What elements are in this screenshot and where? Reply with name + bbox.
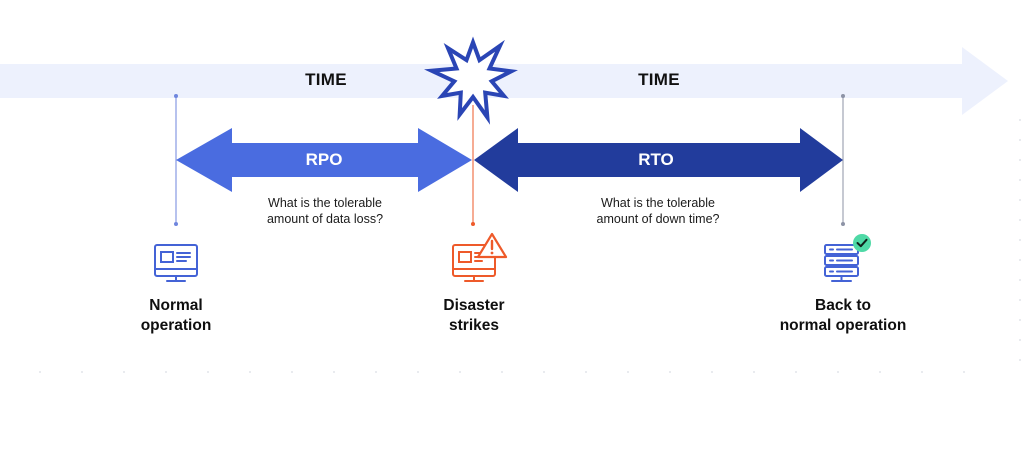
marker-disaster — [471, 105, 475, 226]
grid-dot — [627, 371, 629, 373]
milestone-disaster-line1: Disaster — [443, 297, 505, 314]
rto-question-line2: amount of down time? — [596, 212, 720, 226]
grid-dot — [291, 371, 293, 373]
milestone-disaster: Disaster strikes — [394, 296, 554, 336]
grid-dot — [165, 371, 167, 373]
rto-label: RTO — [638, 150, 674, 169]
grid-dot — [1019, 119, 1021, 121]
rto-question-line1: What is the tolerable — [601, 196, 715, 210]
server-check-icon — [824, 244, 859, 282]
time-label-right: TIME — [638, 70, 680, 89]
grid-dot — [879, 371, 881, 373]
rpo-question: What is the tolerable amount of data los… — [230, 195, 420, 227]
grid-dot — [249, 371, 251, 373]
grid-dot — [207, 371, 209, 373]
grid-dot — [753, 371, 755, 373]
monitor-icon — [154, 244, 198, 282]
time-label-left: TIME — [305, 70, 347, 89]
grid-dot — [81, 371, 83, 373]
rpo-question-line1: What is the tolerable — [268, 196, 382, 210]
rto-arrow — [474, 128, 843, 192]
grid-dot — [1019, 139, 1021, 141]
milestone-disaster-line2: strikes — [449, 317, 499, 334]
grid-dot — [711, 371, 713, 373]
grid-dot — [1019, 339, 1021, 341]
grid-dot — [1019, 259, 1021, 261]
grid-dot — [459, 371, 461, 373]
grid-dot — [1019, 199, 1021, 201]
warning-icon — [476, 232, 508, 259]
milestone-normal: Normal operation — [96, 296, 256, 336]
rpo-question-line2: amount of data loss? — [266, 212, 384, 226]
rto-question: What is the tolerable amount of down tim… — [563, 195, 753, 227]
grid-dot — [1019, 299, 1021, 301]
check-icon — [853, 234, 871, 252]
grid-dot — [1019, 279, 1021, 281]
grid-dot — [921, 371, 923, 373]
grid-dot — [1019, 159, 1021, 161]
grid-dot — [375, 371, 377, 373]
grid-dot — [1019, 359, 1021, 361]
milestone-normal-line1: Normal — [149, 297, 203, 314]
grid-dot — [543, 371, 545, 373]
grid-dot — [795, 371, 797, 373]
rpo-arrow — [176, 128, 472, 192]
disaster-burst-icon — [424, 36, 518, 125]
grid-dot — [1019, 179, 1021, 181]
grid-dot — [333, 371, 335, 373]
rpo-label: RPO — [305, 150, 343, 169]
milestone-normal-line2: operation — [140, 317, 212, 334]
grid-dot — [1019, 239, 1021, 241]
grid-dot — [837, 371, 839, 373]
milestone-recovered-line1: Back to — [815, 297, 871, 314]
grid-dot — [123, 371, 125, 373]
grid-dot — [1019, 219, 1021, 221]
dotted-grid — [39, 119, 1021, 373]
grid-dot — [39, 371, 41, 373]
grid-dot — [585, 371, 587, 373]
grid-dot — [963, 371, 965, 373]
milestone-recovered-line2: normal operation — [779, 317, 907, 334]
grid-dot — [501, 371, 503, 373]
grid-dot — [1019, 319, 1021, 321]
time-arrow — [0, 47, 1008, 115]
milestone-recovered: Back to normal operation — [753, 296, 933, 336]
grid-dot — [669, 371, 671, 373]
grid-dot — [417, 371, 419, 373]
